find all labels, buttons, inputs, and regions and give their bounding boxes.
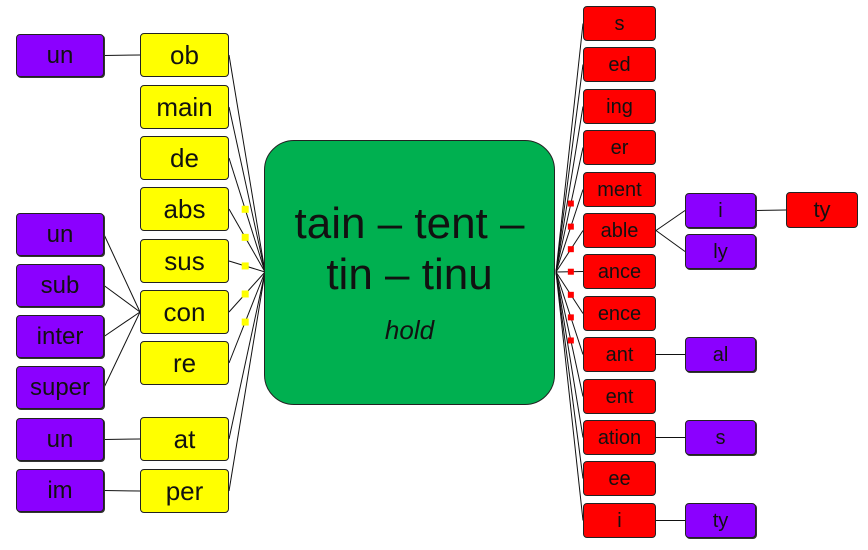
outer-prefix-box: im (16, 469, 104, 512)
prefix-connector (228, 271, 266, 364)
prefix-connector (228, 271, 266, 440)
prefix-connector (228, 106, 266, 273)
suffix-box: ee (583, 461, 656, 496)
connector-marker (241, 205, 249, 213)
extension-connector (655, 230, 686, 252)
prefix-connector (228, 54, 266, 273)
suffix-extension-box: s (685, 420, 756, 455)
suffix-box: ment (583, 172, 656, 207)
suffix-connector (555, 147, 584, 273)
prefix-box: re (140, 341, 229, 385)
outer-prefix-box: super (16, 366, 104, 409)
suffix-extension-box: al (685, 337, 756, 372)
suffix-box: ent (583, 379, 656, 414)
root-meaning: hold (384, 314, 435, 345)
connector-marker (567, 291, 574, 298)
root-box: tain – tent – tin – tinu hold (264, 140, 555, 405)
second-extension-box: ty (786, 192, 858, 228)
suffix-box: ant (583, 337, 656, 372)
suffix-extension-box: i (685, 193, 756, 228)
outer-prefix-box: inter (16, 315, 104, 358)
prefix-box: de (140, 136, 229, 180)
connector-marker (241, 233, 249, 241)
suffix-connector (555, 271, 584, 397)
outer-prefix-box: sub (16, 264, 104, 307)
outer-prefix-connector (103, 311, 141, 337)
connector-marker (241, 290, 249, 298)
outer-prefix-connector (103, 438, 141, 440)
suffix-connector (555, 271, 584, 479)
suffix-box: ing (583, 89, 656, 124)
suffix-connector (555, 271, 584, 521)
suffix-box: ence (583, 296, 656, 331)
outer-prefix-connector (103, 311, 141, 388)
second-extension-connector (755, 209, 787, 211)
root-line-1: tain – tent – (294, 199, 525, 249)
suffix-box: ance (583, 254, 656, 289)
suffix-connector (555, 106, 584, 273)
prefix-box: abs (140, 187, 229, 231)
extension-connector (655, 210, 686, 231)
suffix-box: i (583, 503, 656, 538)
prefix-box: at (140, 417, 229, 461)
outer-prefix-box: un (16, 34, 104, 77)
suffix-connector (555, 64, 584, 273)
connector-marker (567, 268, 574, 275)
suffix-connector (555, 189, 584, 273)
outer-prefix-box: un (16, 418, 104, 461)
outer-prefix-connector (103, 234, 141, 313)
outer-prefix-connector (103, 490, 141, 492)
outer-prefix-connector (103, 54, 141, 56)
suffix-extension-box: ly (685, 234, 756, 269)
prefix-connector (228, 157, 266, 273)
root-line-2: tin – tinu (326, 250, 493, 299)
outer-prefix-connector (103, 285, 141, 313)
outer-prefix-box: un (16, 213, 104, 256)
prefix-box: con (140, 290, 229, 334)
prefix-box: ob (140, 33, 229, 77)
suffix-connector (555, 23, 584, 273)
connector-marker (241, 262, 249, 270)
suffix-box: s (583, 6, 656, 41)
connector-marker (567, 200, 574, 207)
prefix-box: sus (140, 239, 229, 283)
prefix-box: per (140, 469, 229, 513)
suffix-box: ed (583, 47, 656, 82)
prefix-connector (228, 271, 266, 492)
connector-marker (241, 318, 249, 326)
connector-marker (567, 314, 574, 321)
suffix-connector (555, 271, 584, 355)
suffix-extension-box: ty (685, 503, 756, 538)
suffix-box: able (583, 213, 656, 248)
suffix-box: er (583, 130, 656, 165)
prefix-box: main (140, 85, 229, 129)
connector-marker (567, 337, 574, 344)
connector-marker (567, 246, 574, 253)
connector-marker (567, 223, 574, 230)
suffix-box: ation (583, 420, 656, 455)
suffix-connector (555, 271, 584, 438)
